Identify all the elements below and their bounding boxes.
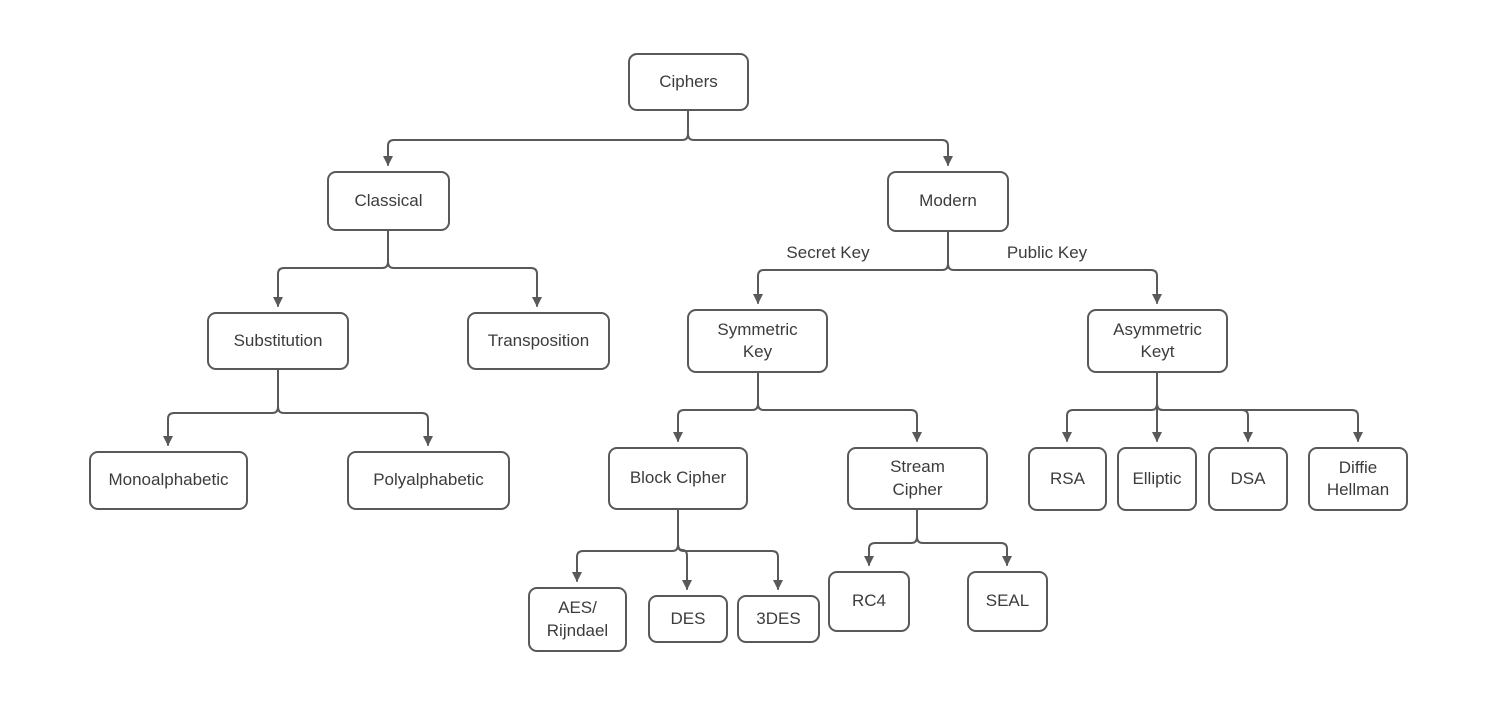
node-rsa: RSA — [1028, 447, 1107, 511]
node-des: DES — [648, 595, 728, 643]
node-3des: 3DES — [737, 595, 820, 643]
edge-classical-substitution — [273, 230, 389, 307]
node-polyalphabetic: Polyalphabetic — [347, 451, 510, 510]
edge-asymmetric-key-dsa — [1156, 372, 1253, 442]
node-diffie-hellman: Diffie Hellman — [1308, 447, 1408, 511]
node-rc4: RC4 — [828, 571, 910, 632]
node-block-cipher: Block Cipher — [608, 447, 748, 510]
edge-symmetric-key-stream-cipher — [757, 372, 922, 442]
node-modern: Modern — [887, 171, 1009, 232]
edge-symmetric-key-block-cipher — [673, 372, 759, 442]
node-elliptic: Elliptic — [1117, 447, 1197, 511]
edge-ciphers-modern — [687, 110, 953, 166]
node-aes-rijndael: AES/ Rijndael — [528, 587, 627, 652]
node-stream-cipher: Stream Cipher — [847, 447, 988, 510]
node-dsa: DSA — [1208, 447, 1288, 511]
edge-label-secret-key: Secret Key — [786, 243, 870, 262]
node-ciphers: Ciphers — [628, 53, 749, 111]
edge-ciphers-classical — [383, 110, 689, 166]
edge-block-cipher-3des — [677, 509, 783, 590]
node-classical: Classical — [327, 171, 450, 231]
edge-asymmetric-key-rsa — [1062, 372, 1158, 442]
node-substitution: Substitution — [207, 312, 349, 370]
node-monoalphabetic: Monoalphabetic — [89, 451, 248, 510]
edge-asymmetric-key-diffie-hellman — [1156, 372, 1363, 442]
edge-modern-asymmetric-key — [947, 231, 1162, 304]
edge-classical-transposition — [387, 230, 542, 307]
edge-stream-cipher-seal — [916, 509, 1012, 566]
edge-substitution-monoalphabetic — [163, 369, 279, 446]
node-transposition: Transposition — [467, 312, 610, 370]
node-symmetric-key: Symmetric Key — [687, 309, 828, 373]
edge-label-public-key: Public Key — [1006, 243, 1088, 262]
node-asymmetric-key: Asymmetric Keyt — [1087, 309, 1228, 373]
edge-substitution-polyalphabetic — [277, 369, 433, 446]
edge-stream-cipher-rc4 — [864, 509, 918, 566]
edge-block-cipher-aes-rijndael — [572, 509, 679, 582]
node-seal: SEAL — [967, 571, 1048, 632]
